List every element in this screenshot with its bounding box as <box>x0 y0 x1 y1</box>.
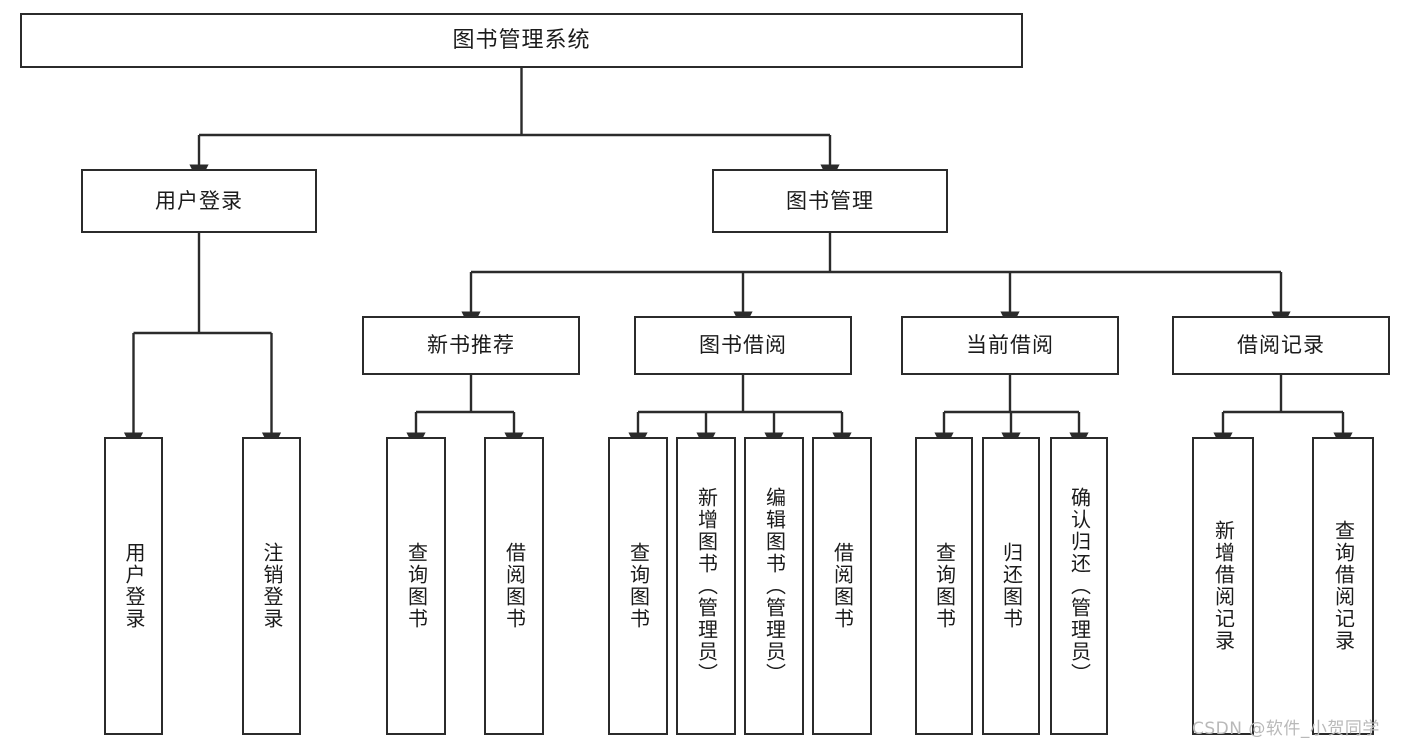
node-label-leaf-add-borrow-record: 新增借阅记录 <box>1211 520 1236 652</box>
node-label-user-login: 用户登录 <box>155 188 243 213</box>
node-book-manage[interactable]: 图书管理 <box>712 169 948 233</box>
node-label-leaf-query-book-current: 查询图书 <box>932 542 957 630</box>
node-leaf-logout[interactable]: 注销登录 <box>242 437 301 735</box>
node-leaf-borrow-book-recommend[interactable]: 借阅图书 <box>484 437 544 735</box>
node-leaf-add-book-admin[interactable]: 新增图书（管理员） <box>676 437 736 735</box>
edge-group <box>123 68 1353 452</box>
node-label-leaf-add-book-admin: 新增图书（管理员） <box>694 487 719 685</box>
node-label-borrow-record: 借阅记录 <box>1237 333 1325 358</box>
node-label-leaf-edit-book-admin: 编辑图书（管理员） <box>762 487 787 685</box>
node-book-borrow[interactable]: 图书借阅 <box>634 316 852 375</box>
node-borrow-record[interactable]: 借阅记录 <box>1172 316 1390 375</box>
node-label-leaf-borrow-book: 借阅图书 <box>830 542 855 630</box>
node-leaf-confirm-return-admin[interactable]: 确认归还（管理员） <box>1050 437 1108 735</box>
node-label-leaf-return-book: 归还图书 <box>999 542 1024 630</box>
node-leaf-query-book-recommend[interactable]: 查询图书 <box>386 437 446 735</box>
node-label-root: 图书管理系统 <box>452 27 591 53</box>
node-label-book-borrow: 图书借阅 <box>699 333 787 358</box>
node-user-login[interactable]: 用户登录 <box>81 169 317 233</box>
node-label-leaf-logout: 注销登录 <box>260 542 284 630</box>
node-label-leaf-user-login: 用户登录 <box>122 542 146 630</box>
node-label-leaf-borrow-book-recommend: 借阅图书 <box>502 542 527 630</box>
node-leaf-borrow-book[interactable]: 借阅图书 <box>812 437 872 735</box>
node-label-leaf-query-book-recommend: 查询图书 <box>404 542 429 630</box>
node-label-leaf-query-book: 查询图书 <box>626 542 651 630</box>
node-label-leaf-confirm-return-admin: 确认归还（管理员） <box>1067 487 1092 685</box>
node-leaf-edit-book-admin[interactable]: 编辑图书（管理员） <box>744 437 804 735</box>
node-label-book-manage: 图书管理 <box>786 188 874 213</box>
node-leaf-query-book[interactable]: 查询图书 <box>608 437 668 735</box>
node-label-current-borrow: 当前借阅 <box>966 333 1054 358</box>
node-root[interactable]: 图书管理系统 <box>20 13 1023 68</box>
node-label-new-book-recommend: 新书推荐 <box>427 333 515 358</box>
node-leaf-user-login[interactable]: 用户登录 <box>104 437 163 735</box>
node-current-borrow[interactable]: 当前借阅 <box>901 316 1119 375</box>
node-leaf-query-borrow-record[interactable]: 查询借阅记录 <box>1312 437 1374 735</box>
node-leaf-return-book[interactable]: 归还图书 <box>982 437 1040 735</box>
node-label-leaf-query-borrow-record: 查询借阅记录 <box>1331 520 1356 652</box>
node-leaf-query-book-current[interactable]: 查询图书 <box>915 437 973 735</box>
node-leaf-add-borrow-record[interactable]: 新增借阅记录 <box>1192 437 1254 735</box>
node-new-book-recommend[interactable]: 新书推荐 <box>362 316 580 375</box>
